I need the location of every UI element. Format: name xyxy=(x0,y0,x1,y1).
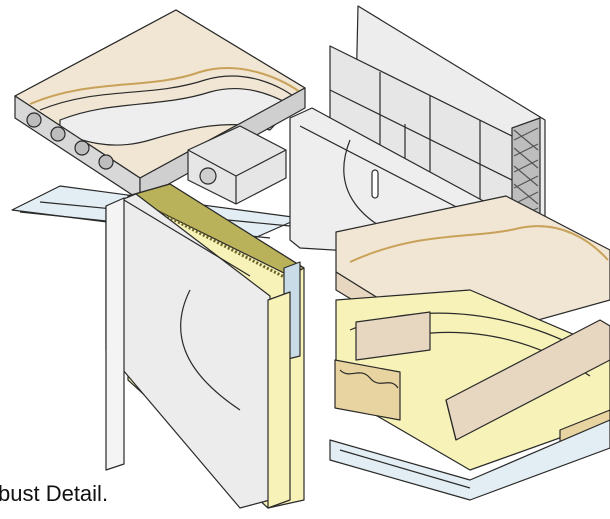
caption-text: bust Detail. xyxy=(0,481,109,506)
block-icon xyxy=(187,125,287,205)
timber-floor-icon xyxy=(329,195,610,501)
plasterboard-wall-icon xyxy=(105,183,305,509)
